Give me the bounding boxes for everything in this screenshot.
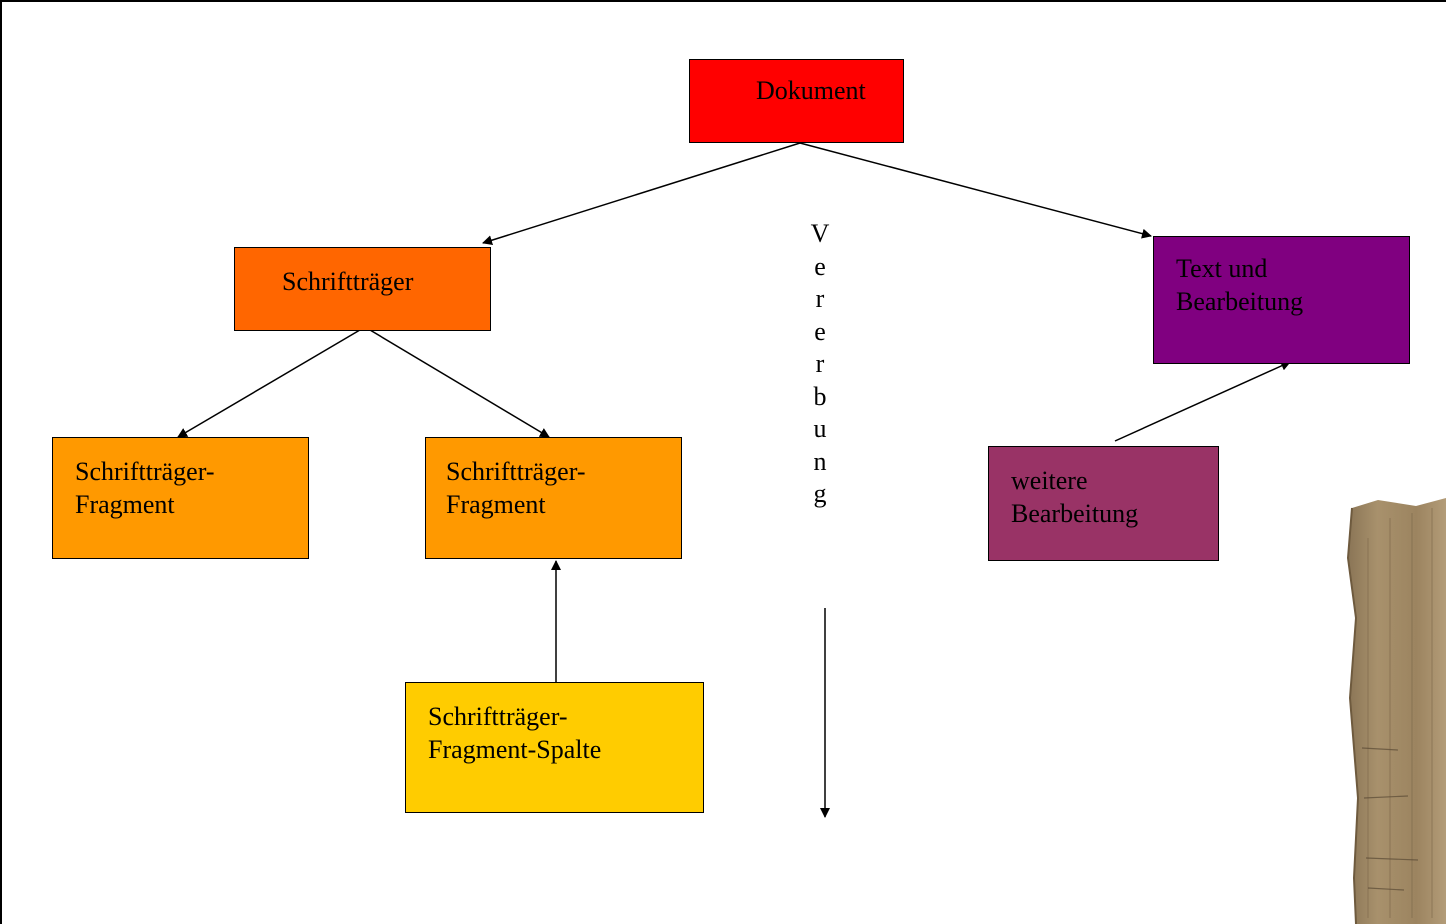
vererbung-letter: e — [814, 251, 826, 281]
vererbung-letter: n — [813, 446, 827, 476]
vererbung-letter: e — [814, 316, 826, 346]
arrow-dokument-to-text — [799, 142, 1152, 239]
vererbung-letter: r — [815, 349, 825, 378]
node-weitere-bearbeitung-line1: weitere — [1011, 466, 1088, 495]
node-weitere-bearbeitung: weitere Bearbeitung — [988, 446, 1219, 561]
node-fragment-spalte-line2: Fragment-Spalte — [428, 735, 602, 764]
node-fragment-spalte: Schriftträger- Fragment-Spalte — [405, 682, 704, 813]
node-dokument: Dokument — [689, 59, 904, 143]
vererbung-letter: b — [813, 381, 827, 411]
node-fragment-left: Schriftträger- Fragment — [52, 437, 309, 559]
node-fragment-left-line2: Fragment — [75, 490, 175, 519]
vererbung-letter: V — [810, 219, 830, 248]
node-fragment-right: Schriftträger- Fragment — [425, 437, 682, 559]
node-text-bearbeitung-line1: Text und — [1176, 254, 1268, 283]
node-fragment-left-line1: Schriftträger- — [75, 457, 215, 486]
papyrus-fragment-image — [1346, 498, 1446, 924]
node-text-bearbeitung-line2: Bearbeitung — [1176, 287, 1304, 316]
vererbung-letter: u — [813, 414, 827, 443]
arrow-weitere-to-text — [1114, 361, 1291, 442]
vererbung-vertical-label: V e r e r b u n g — [800, 218, 840, 511]
arrow-schrifttraeger-to-fragment-left — [177, 326, 366, 438]
vererbung-letter: r — [815, 284, 825, 313]
vererbung-letter: g — [813, 479, 827, 508]
node-fragment-right-line2: Fragment — [446, 490, 546, 519]
arrow-schrifttraeger-to-fragment-right — [364, 326, 550, 438]
node-fragment-spalte-line1: Schriftträger- — [428, 702, 568, 731]
node-dokument-label: Dokument — [756, 76, 866, 105]
node-schrifttraeger-label: Schriftträger — [282, 267, 414, 296]
node-text-bearbeitung: Text und Bearbeitung — [1153, 236, 1410, 364]
arrow-dokument-to-schrifttraeger — [482, 142, 801, 246]
node-schrifttraeger: Schriftträger — [234, 247, 491, 331]
node-fragment-right-line1: Schriftträger- — [446, 457, 586, 486]
node-weitere-bearbeitung-line2: Bearbeitung — [1011, 499, 1139, 528]
